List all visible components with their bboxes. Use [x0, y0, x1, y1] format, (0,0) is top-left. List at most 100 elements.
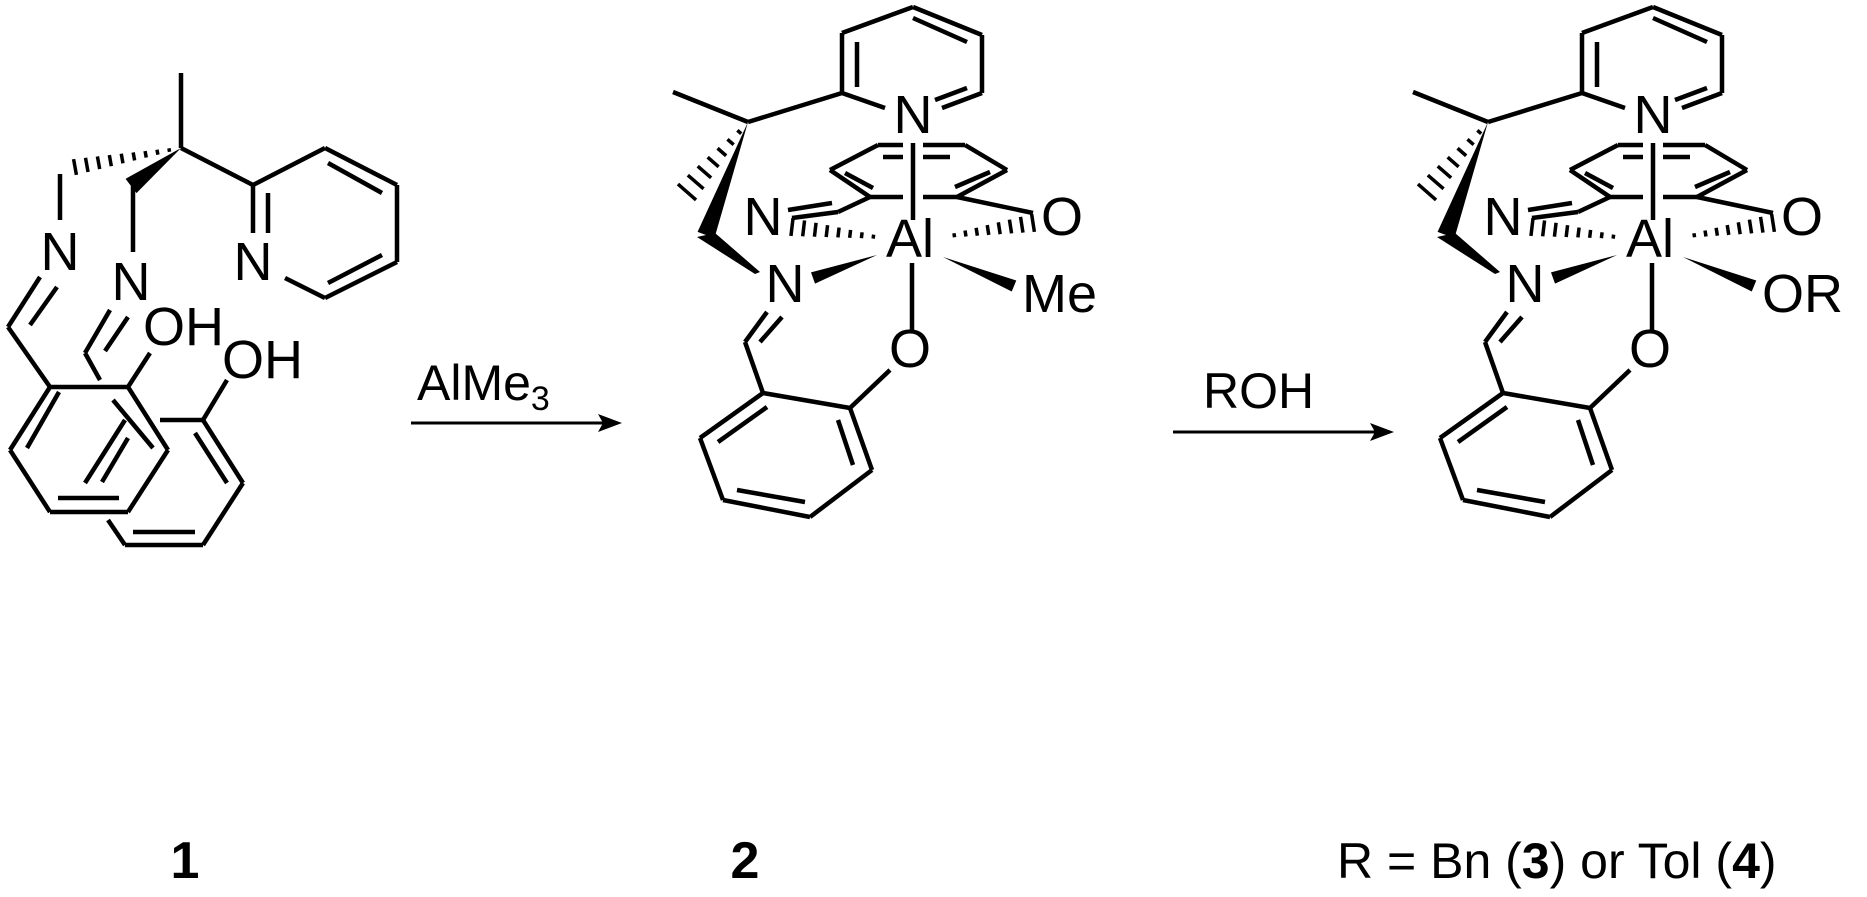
wedge-bond [125, 148, 181, 194]
hashed-bond [1029, 213, 1037, 233]
bond [100, 436, 130, 484]
bond [326, 161, 384, 195]
bond [934, 85, 968, 103]
hashed-bond [985, 224, 991, 236]
bond [1531, 209, 1579, 221]
hydroxyl-label: OH [222, 330, 303, 390]
bond [103, 315, 130, 353]
hashed-bond [952, 233, 957, 238]
bond [743, 310, 769, 344]
bond [1438, 391, 1505, 440]
hashed-bond [847, 229, 853, 239]
bond [912, 4, 983, 38]
bond [847, 407, 875, 471]
bond [736, 487, 806, 505]
bond [1652, 4, 1723, 38]
alkoxide-label: OR [1762, 264, 1843, 324]
bond [1498, 315, 1524, 344]
hashed-bond [706, 155, 720, 169]
bond [1581, 90, 1626, 111]
reaction-arrow-1: AlMe3 [411, 355, 622, 432]
bond [25, 390, 61, 450]
bond [1412, 89, 1489, 125]
hashed-bond [1692, 233, 1697, 238]
hashed-bond [824, 224, 830, 238]
wedge-bonds [125, 122, 1757, 292]
wedge-bond [1683, 257, 1757, 292]
hashed-bond [996, 222, 1002, 235]
bond [1527, 200, 1573, 213]
wedge-bond [1437, 122, 1488, 239]
bond [955, 168, 1009, 199]
methyl-label: Me [1022, 264, 1097, 324]
hashed-bond [1714, 227, 1720, 236]
hashed-bond [1436, 164, 1453, 180]
hashed-bond [836, 227, 841, 238]
hashed-bond [1456, 146, 1468, 158]
hashed-bond [812, 222, 818, 237]
bond [791, 209, 839, 221]
substituent-footnote: R = Bn (3) or Tol (4) [1337, 833, 1777, 889]
bond [6, 275, 42, 329]
atom-n-imine: N [744, 187, 783, 247]
bond [716, 405, 769, 444]
hashed-bond [1529, 217, 1535, 237]
bond [762, 390, 851, 411]
bond [722, 497, 811, 520]
bond [1575, 419, 1596, 466]
hashed-bond [1426, 173, 1445, 191]
reagent-label: ROH [1203, 363, 1314, 419]
bond [283, 275, 327, 301]
hashed-bond [1446, 155, 1460, 169]
bond [251, 145, 327, 188]
hashed-bond [1747, 219, 1754, 234]
hashed-bond [1564, 224, 1570, 238]
bond [83, 308, 112, 355]
bond [1456, 405, 1509, 444]
hashed-bond [676, 182, 698, 202]
hashed-bond [726, 137, 735, 147]
bond [326, 253, 384, 285]
bond [1674, 85, 1708, 103]
bond [1577, 194, 1611, 215]
bond [193, 431, 229, 485]
bond [1462, 497, 1551, 520]
bond [1483, 310, 1509, 344]
bonds [6, 4, 1777, 548]
hashed-bond [143, 150, 148, 158]
bond [963, 143, 1009, 172]
bond [941, 90, 983, 111]
bond [956, 194, 1034, 216]
bond [126, 351, 152, 389]
bond [1695, 168, 1749, 199]
bond [698, 391, 765, 440]
atom-al: Al [1626, 209, 1674, 269]
hashed-bond [71, 158, 79, 176]
bond [1482, 341, 1506, 394]
bond [106, 518, 127, 547]
bond [837, 194, 871, 215]
hydroxyl-label: OH [143, 297, 224, 357]
hashed-bond [1758, 216, 1765, 233]
wedge-bond [1550, 255, 1617, 284]
atom-o: O [1041, 187, 1083, 247]
bond [742, 341, 766, 394]
hashed-bond [1416, 182, 1438, 202]
hashed-bond [1466, 137, 1475, 147]
bond [1568, 143, 1620, 172]
atom-n-imine: N [1484, 187, 1523, 247]
bond [1652, 15, 1708, 45]
hashed-bond [167, 148, 172, 153]
bond [841, 90, 886, 111]
reagent-label: AlMe3 [417, 355, 550, 418]
hashed-bond [1599, 232, 1604, 239]
bond [201, 481, 245, 547]
bond [1568, 168, 1612, 199]
bond [848, 368, 892, 410]
atom-n-pyridine: N [894, 85, 933, 145]
bond [126, 385, 170, 452]
bond [126, 448, 170, 514]
atom-o: O [1629, 319, 1671, 379]
